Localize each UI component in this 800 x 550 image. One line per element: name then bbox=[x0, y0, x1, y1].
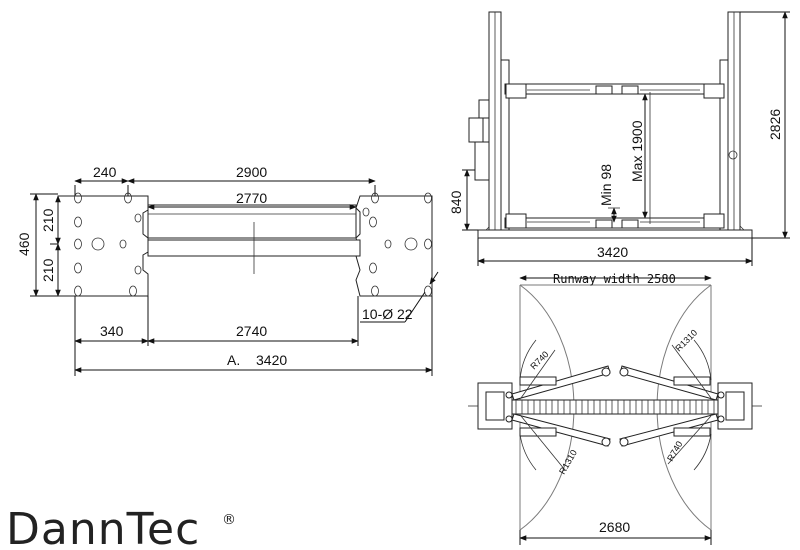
dim-840: 840 bbox=[448, 190, 464, 214]
floor-plate bbox=[511, 399, 719, 415]
dim-210-bottom: 210 bbox=[40, 258, 56, 282]
dim-2740: 2740 bbox=[236, 323, 267, 339]
lift-pad bbox=[619, 367, 629, 377]
anchor-note: 10-Ø 22 bbox=[362, 306, 413, 322]
dim-240: 240 bbox=[93, 164, 117, 180]
radius-740-b: R740 bbox=[665, 439, 684, 463]
dim-max1900: Max 1900 bbox=[629, 120, 645, 182]
plan-view: 240 2900 2770 460 210 210 340 2740 A. 34… bbox=[16, 164, 439, 376]
lift-pad bbox=[601, 437, 611, 447]
registered-mark: ® bbox=[222, 512, 236, 528]
cover-plate bbox=[147, 204, 357, 239]
dim-2680: 2680 bbox=[599, 519, 630, 535]
dim-2770: 2770 bbox=[236, 190, 267, 206]
front-view: 840 Min 98 Max 1900 2826 3420 bbox=[448, 11, 790, 266]
lift-pad bbox=[619, 437, 629, 447]
right-base-plate bbox=[355, 195, 433, 297]
lift-arms bbox=[505, 365, 725, 447]
left-base-plate bbox=[57, 195, 149, 297]
motor bbox=[468, 117, 484, 143]
dim-2900: 2900 bbox=[236, 164, 267, 180]
power-unit bbox=[474, 141, 490, 181]
radius-1310-a: R1310 bbox=[673, 328, 699, 354]
anchor-holes-left bbox=[74, 192, 142, 297]
runway-width: Runway width 2580 bbox=[553, 272, 676, 286]
dim-2826: 2826 bbox=[767, 109, 783, 140]
dim-min98: Min 98 bbox=[598, 164, 614, 206]
dim-3420-plan: 3420 bbox=[256, 352, 287, 368]
dim-210-top: 210 bbox=[40, 208, 56, 232]
dim-a-prefix: A. bbox=[227, 352, 240, 368]
lift-pad bbox=[601, 367, 611, 377]
brand-logo: DannTec ® bbox=[6, 504, 236, 550]
dim-340: 340 bbox=[100, 323, 124, 339]
dim-3420-front: 3420 bbox=[597, 244, 628, 260]
dim-460: 460 bbox=[16, 232, 32, 256]
top-view: Runway width 2580 R740 R1310 R1310 R740 … bbox=[468, 272, 762, 545]
brand-name: DannTec bbox=[6, 504, 200, 550]
radius-1310-b: R1310 bbox=[557, 448, 579, 476]
